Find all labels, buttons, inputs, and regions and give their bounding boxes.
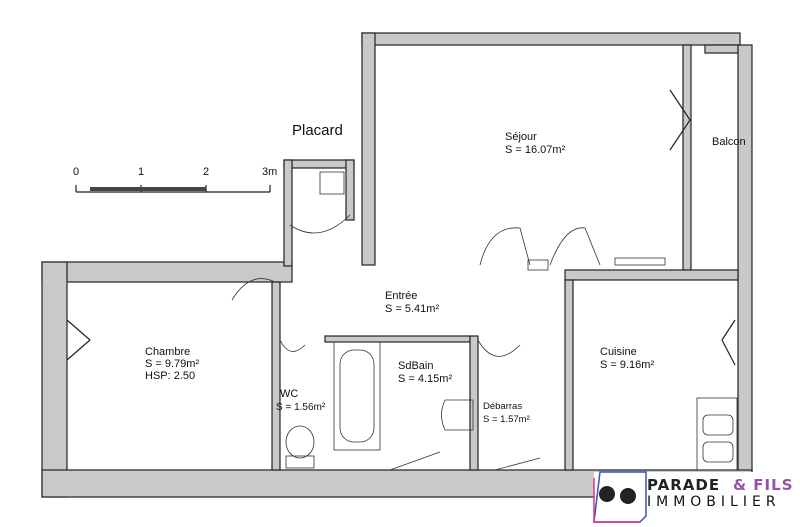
company-logo: PARADE & FILS IMMOBILIER (593, 471, 800, 527)
room-name-balcon: Balcon (712, 136, 746, 148)
scale-tick: 3m (262, 166, 277, 178)
room-name-wc: WC (280, 388, 298, 400)
scale-tick: 1 (138, 166, 144, 178)
svg-text:& FILS: & FILS (733, 476, 794, 494)
room-area-debarras: S = 1.57m² (483, 414, 530, 425)
scale-tick: 0 (73, 166, 79, 178)
room-area-sejour: S = 16.07m² (505, 144, 566, 156)
room-area-wc: S = 1.56m² (276, 402, 326, 413)
room-area-cuisine: S = 9.16m² (600, 359, 654, 371)
scale-bar: 0 1 2 3m (73, 166, 277, 193)
room-name-placard: Placard (292, 122, 343, 139)
fixtures (285, 171, 738, 471)
svg-text:PARADE: PARADE (647, 476, 720, 494)
room-area-sdbain: S = 4.15m² (398, 373, 452, 385)
room-area-chambre: S = 9.79m² (145, 358, 199, 370)
room-name-debarras: Débarras (483, 401, 522, 412)
doors (66, 89, 736, 471)
room-height-chambre: HSP: 2.50 (145, 370, 195, 382)
room-name-sejour: Séjour (505, 131, 537, 143)
room-area-entree: S = 5.41m² (385, 303, 439, 315)
room-name-sdbain: SdBain (398, 360, 433, 372)
svg-text:IMMOBILIER: IMMOBILIER (647, 494, 781, 510)
room-name-chambre: Chambre (145, 346, 190, 358)
scale-tick: 2 (203, 166, 209, 178)
room-name-entree: Entrée (385, 290, 417, 302)
room-name-cuisine: Cuisine (600, 346, 637, 358)
